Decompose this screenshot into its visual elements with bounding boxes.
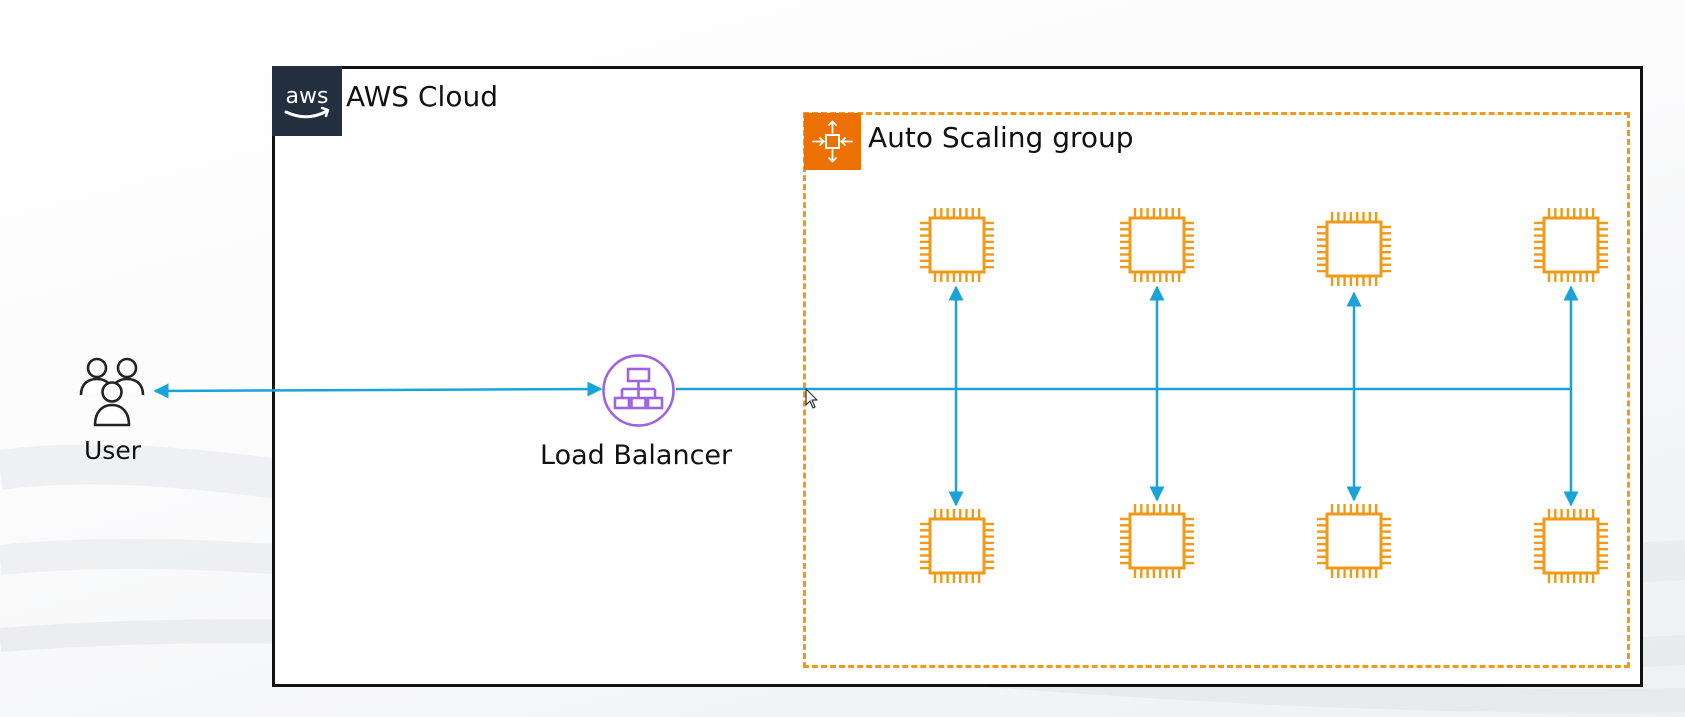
ec2-instance-icon: [920, 208, 994, 282]
users-icon: [79, 357, 145, 427]
ec2-instance-icon: [1534, 509, 1608, 583]
ec2-instance-icon: [1317, 504, 1391, 578]
ec2-instance-icon: [1317, 212, 1391, 286]
user-label: User: [84, 436, 141, 465]
aws-cloud-label: AWS Cloud: [346, 80, 498, 113]
ec2-instance-icon: [920, 509, 994, 583]
auto-scaling-group-label: Auto Scaling group: [868, 121, 1134, 154]
ec2-instance-icon: [1534, 208, 1608, 282]
auto-scaling-icon: [804, 113, 861, 170]
load-balancer-label: Load Balancer: [540, 440, 733, 471]
svg-text:aws: aws: [286, 84, 329, 109]
aws-logo-icon: aws: [272, 66, 342, 136]
ec2-instance-icon: [1120, 504, 1194, 578]
mouse-cursor-icon: [805, 388, 818, 409]
load-balancer-icon: [602, 354, 675, 427]
ec2-instance-icon: [1120, 208, 1194, 282]
